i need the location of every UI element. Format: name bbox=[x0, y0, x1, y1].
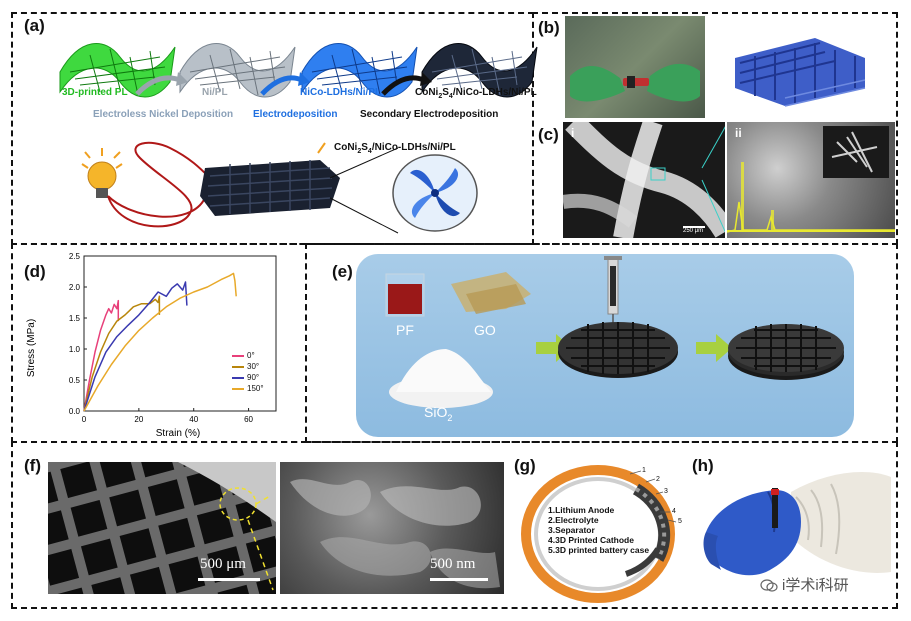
panel-f-label: (f) bbox=[24, 456, 41, 475]
micrograph-nano: 500 nm bbox=[280, 462, 504, 594]
device-illustration bbox=[81, 141, 478, 234]
red-wire bbox=[107, 141, 211, 228]
label-pf: PF bbox=[396, 322, 414, 338]
label-sio2: SiO2 bbox=[424, 404, 453, 423]
ring-number-3: 3 bbox=[664, 488, 668, 495]
x-tick-label: 40 bbox=[189, 415, 198, 424]
watermark: i学术i科研 bbox=[760, 574, 849, 595]
sem-label-i: i bbox=[571, 126, 575, 140]
nanoflower-icon bbox=[410, 168, 460, 218]
arrow-blue bbox=[260, 75, 303, 96]
series-line-3 bbox=[83, 272, 237, 412]
panel-a-label: (a) bbox=[24, 16, 45, 35]
printed-disc-1 bbox=[558, 322, 678, 378]
panel-e-label: (e) bbox=[332, 262, 353, 281]
scale-bar-500nm bbox=[430, 578, 488, 581]
ring-number-5: 5 bbox=[678, 518, 682, 525]
sio2-powder-icon bbox=[389, 349, 493, 408]
series-line-2 bbox=[83, 281, 188, 412]
gray-lattice bbox=[179, 43, 296, 98]
blue-lattice bbox=[301, 43, 418, 98]
y-tick-label: 1.5 bbox=[69, 314, 81, 323]
x-tick-label: 0 bbox=[82, 415, 87, 424]
dark-electrode-block bbox=[200, 160, 340, 216]
legend-swatch-90 bbox=[232, 376, 244, 379]
panel-c-label: (c) bbox=[538, 125, 559, 144]
beaker-pf-icon bbox=[385, 273, 425, 317]
x-tick-label: 60 bbox=[244, 415, 253, 424]
printed-disc-2 bbox=[728, 324, 844, 380]
wrist-photo bbox=[703, 472, 891, 576]
legend-item-0: 0° bbox=[232, 350, 264, 361]
sem-label-ii: ii bbox=[735, 126, 742, 140]
y-tick-label: 0.5 bbox=[69, 376, 81, 385]
step-electrodeposition: Electrodeposition bbox=[253, 109, 338, 120]
panel-b-label: (b) bbox=[538, 18, 560, 37]
arrow-right-2 bbox=[696, 334, 732, 362]
chart-xlabel: Strain (%) bbox=[156, 428, 200, 438]
stage-label-ni-pl: Ni/PL bbox=[202, 87, 228, 98]
ring-number-2: 2 bbox=[656, 476, 660, 483]
battery-ring-diagram bbox=[521, 465, 677, 603]
legend-swatch-150 bbox=[232, 387, 244, 390]
zoom-connector bbox=[701, 126, 725, 233]
sem-scale-i: 250 μm bbox=[683, 228, 704, 234]
chart-legend: 0° 30° 90° 150° bbox=[232, 350, 264, 394]
chart-ylabel: Stress (MPa) bbox=[26, 319, 37, 377]
watermark-text: i学术i科研 bbox=[782, 577, 849, 594]
battery-item-2: 2.Electrolyte bbox=[548, 515, 599, 525]
series-line-0 bbox=[83, 299, 120, 412]
lattice-illustrations bbox=[59, 43, 538, 98]
ring-number-4: 4 bbox=[672, 508, 676, 515]
legend-swatch-30 bbox=[232, 365, 244, 368]
series-line-1 bbox=[83, 295, 161, 412]
y-tick-label: 0.0 bbox=[69, 407, 81, 416]
dark-lattice bbox=[421, 43, 538, 98]
battery-item-4: 4.3D Printed Cathode bbox=[548, 535, 634, 545]
x-tick-label: 20 bbox=[134, 415, 143, 424]
process-illustration bbox=[385, 256, 844, 408]
y-tick-label: 2.0 bbox=[69, 283, 81, 292]
stress-strain-chart: 0 20 40 60 0.0 0.5 1.0 1.5 2.0 2.5 Strain (%) Str… bbox=[26, 252, 277, 438]
step-electroless-nickel: Electroless Nickel Deposition bbox=[93, 109, 234, 120]
arrow-black bbox=[381, 75, 425, 96]
syringe-icon bbox=[604, 256, 622, 329]
go-flakes-icon bbox=[451, 272, 531, 314]
scale-bar-500um bbox=[198, 578, 260, 581]
ring-number-1: 1 bbox=[642, 467, 646, 474]
legend-item-30: 30° bbox=[232, 361, 264, 372]
lightbulb-icon bbox=[81, 148, 123, 198]
legend-item-150: 150° bbox=[232, 383, 264, 394]
photo-hands-bending bbox=[565, 16, 705, 118]
chart-plot-frame bbox=[83, 255, 277, 412]
device-label-coni2s4: CoNi2S4/NiCo-LDHs/Ni/PL bbox=[334, 142, 456, 155]
y-tick-label: 1.0 bbox=[69, 345, 81, 354]
scale-text-500nm: 500 nm bbox=[430, 556, 476, 572]
scale-text-500um: 500 μm bbox=[200, 556, 246, 572]
stage-label-3d-printed-pl: 3D-printed PL bbox=[62, 87, 128, 98]
legend-swatch-0 bbox=[232, 354, 244, 357]
stage-label-coni2s4: CoNi2S4/NiCo-LDHs/Ni/PL bbox=[415, 87, 537, 100]
wechat-icon bbox=[760, 578, 778, 592]
arrow-gray bbox=[135, 75, 181, 96]
panel-g-label: (g) bbox=[514, 456, 536, 475]
panel-h-label: (h) bbox=[692, 456, 714, 475]
battery-item-3: 3.Separator bbox=[548, 525, 595, 535]
step-secondary-electrodeposition: Secondary Electrodeposition bbox=[360, 109, 499, 120]
sem-image-i: i 250 μm bbox=[563, 122, 725, 238]
y-tick-label: 2.5 bbox=[69, 252, 81, 261]
lattice-cube-render bbox=[735, 38, 866, 107]
label-go: GO bbox=[474, 322, 496, 338]
legend-item-90: 90° bbox=[232, 372, 264, 383]
battery-item-1: 1.Lithium Anode bbox=[548, 505, 615, 515]
panel-d-label: (d) bbox=[24, 262, 46, 281]
sem-image-ii: ii bbox=[727, 122, 895, 238]
stage-label-nico-ldhs: NiCo-LDHs/Ni/PL bbox=[300, 87, 382, 98]
battery-item-5: 5.3D printed battery case bbox=[548, 545, 650, 555]
panel-fgh-frame bbox=[11, 441, 898, 609]
micrograph-grid: 500 μm bbox=[48, 462, 276, 594]
